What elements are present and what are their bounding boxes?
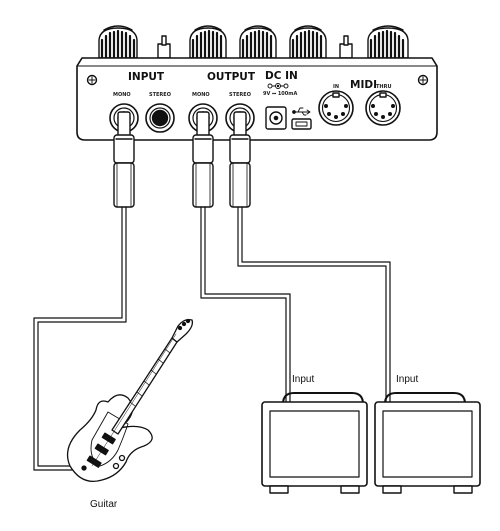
midi-in-label: IN <box>333 84 340 90</box>
usb-icon <box>292 107 311 116</box>
knob-5 <box>367 25 409 60</box>
electric-guitar <box>66 318 194 483</box>
guitar-cable-plug <box>113 111 135 208</box>
midi-thru-label: THRU <box>376 84 392 90</box>
polarity-icon <box>267 83 289 89</box>
input-mono-label: MONO <box>113 92 131 98</box>
input-stereo-label: STEREO <box>149 92 171 98</box>
midi-din-icon <box>318 90 354 126</box>
input-label: INPUT <box>128 71 165 83</box>
midi-label: MIDI <box>350 79 377 91</box>
amplifier-right <box>374 392 481 494</box>
dc-in-label: DC IN <box>265 70 298 82</box>
dc-in-socket <box>265 106 287 130</box>
amp-left-input-label: Input <box>292 374 315 385</box>
usb-port <box>291 118 312 130</box>
amp-left-cable-plug <box>192 111 214 208</box>
amp-right-cable <box>237 206 391 403</box>
guitar-label: Guitar <box>90 499 118 510</box>
amp-right-input-label: Input <box>396 374 419 385</box>
dc-in-spec: 9V ⎓ 100mA <box>263 91 298 97</box>
knob-3 <box>239 25 277 60</box>
knob-4 <box>289 25 327 60</box>
input-stereo-jack <box>145 103 175 133</box>
screw-icon <box>86 74 98 86</box>
knob-1 <box>98 25 138 60</box>
toggle-switch-right <box>339 35 353 59</box>
knob-2 <box>189 25 227 60</box>
screw-icon <box>417 74 429 86</box>
midi-din-icon <box>365 90 401 126</box>
amp-left-cable <box>200 206 291 403</box>
toggle-switch-left <box>157 35 171 59</box>
guitar-cable <box>33 206 127 471</box>
amp-right-cable-plug <box>229 111 251 208</box>
amplifier-left <box>261 392 368 494</box>
output-mono-label: MONO <box>192 92 210 98</box>
output-label: OUTPUT <box>207 71 255 83</box>
output-stereo-label: STEREO <box>229 92 251 98</box>
